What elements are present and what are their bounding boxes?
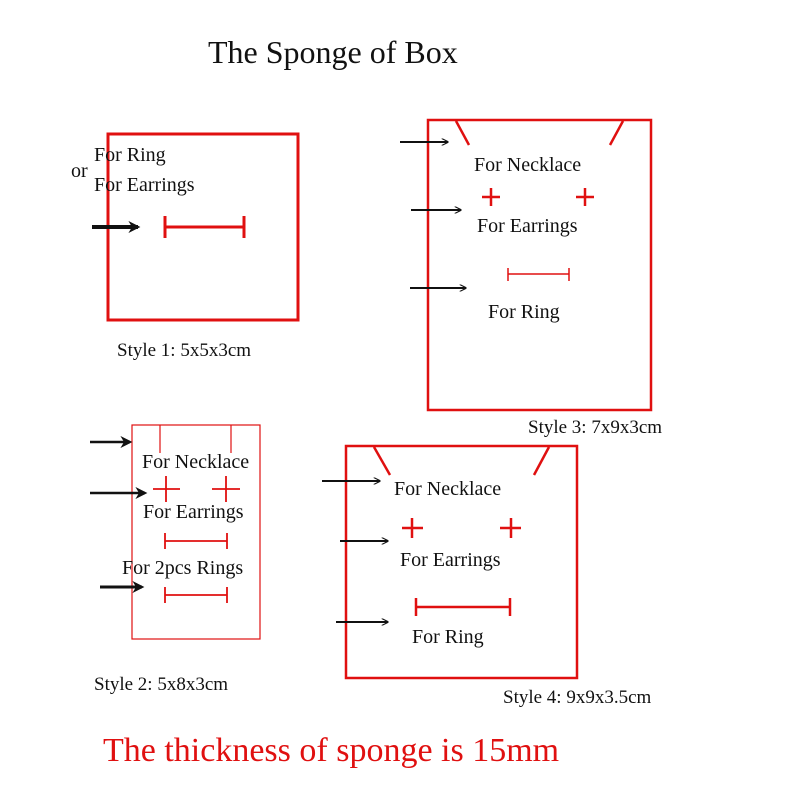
- style1-or-label: or: [71, 160, 88, 182]
- style2-earrings-label: For Earrings: [143, 501, 244, 523]
- style1-ring-slot: [163, 216, 246, 238]
- style1-earrings-label: For Earrings: [94, 174, 195, 196]
- style4-ring-slot: [414, 598, 512, 616]
- style4-caption: Style 4: 9x9x3.5cm: [503, 687, 652, 708]
- style4-box: [322, 444, 579, 680]
- style3-ring-label: For Ring: [488, 301, 560, 323]
- page-title: The Sponge of Box: [208, 34, 458, 70]
- style2-box: [90, 424, 261, 640]
- style2-necklace-label: For Necklace: [142, 451, 250, 473]
- style1-caption: Style 1: 5x5x3cm: [117, 340, 252, 361]
- style2-ring-slot-1: [164, 533, 228, 549]
- style3-necklace-label: For Necklace: [474, 154, 582, 176]
- style3-caption: Style 3: 7x9x3cm: [528, 417, 663, 438]
- style3-earrings-label: For Earrings: [477, 215, 578, 237]
- style4-necklace-label: For Necklace: [394, 478, 502, 500]
- style1-ring-label: For Ring: [94, 144, 166, 166]
- style2-earring-slots: [153, 476, 240, 502]
- style2-caption: Style 2: 5x8x3cm: [94, 674, 229, 695]
- style4-ring-label: For Ring: [412, 626, 484, 648]
- style4-earrings-label: For Earrings: [400, 549, 501, 571]
- style3-box: [400, 118, 653, 412]
- thickness-note: The thickness of sponge is 15mm: [103, 732, 560, 769]
- style1-box: [92, 132, 300, 322]
- style2-rings-label: For 2pcs Rings: [122, 557, 244, 579]
- style3-earring-slots: [482, 188, 594, 206]
- style4-earring-slots: [402, 518, 521, 538]
- style2-ring-slot-2: [164, 587, 228, 603]
- style3-ring-slot: [507, 268, 570, 281]
